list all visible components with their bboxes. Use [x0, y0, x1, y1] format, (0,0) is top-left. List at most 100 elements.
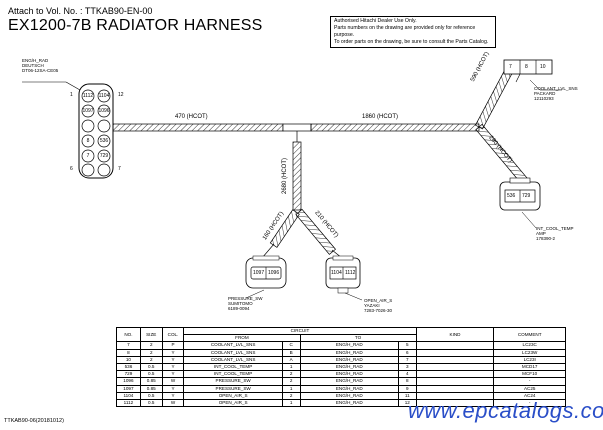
cell-no: 729: [116, 370, 141, 379]
cell-col: Y: [161, 391, 185, 400]
cell-comment: MCD17: [493, 362, 566, 372]
cell-from-pin: 2: [281, 377, 301, 386]
openair-pin-1104: 1104: [331, 270, 342, 276]
cell-to: ENG/H_RAD: [299, 398, 399, 408]
cell-comment: -: [493, 398, 566, 408]
cell-size: 0.5: [139, 362, 163, 372]
cell-col: Y: [161, 370, 185, 379]
main-cell-7: 7: [86, 153, 90, 159]
pressure-connector: [245, 255, 287, 299]
openair-connector: [325, 255, 363, 301]
cell-comment: LC23C: [493, 341, 566, 350]
cell-from: PRESSURE_SW: [183, 384, 283, 393]
cell-no: 536: [116, 362, 141, 372]
segment-210: [295, 208, 336, 255]
cell-size: 0.85: [139, 384, 163, 393]
cell-from-pin: 2: [281, 391, 301, 400]
cell-to: ENG/H_RAD: [299, 377, 399, 386]
cell-col: W: [161, 398, 185, 408]
cell-to: ENG/H_RAD: [299, 348, 399, 357]
page-title: EX1200-7B RADIATOR HARNESS: [8, 17, 263, 34]
coolant-pin-10: 10: [540, 64, 546, 70]
cell-from-pin: 1: [281, 398, 301, 408]
segment-470: [112, 123, 284, 132]
table-subheader-row: FROM TO: [117, 334, 566, 343]
cell-size: 0.5: [139, 370, 163, 379]
cell-from: PRESSURE_SW: [183, 377, 283, 386]
cell-kind: [415, 362, 495, 372]
cell-to: ENG/H_RAD: [299, 391, 399, 400]
cell-to-pin: 8: [398, 377, 417, 386]
segment-label-2680: 2680 (HCOT): [282, 157, 288, 194]
cell-size: 2: [139, 355, 163, 364]
col-kind: KIND: [415, 326, 495, 343]
intcool-connector-label: INT_COOL_TEMP AMP 178390-2: [536, 226, 574, 241]
cell-to: ENG/H_RAD: [299, 355, 399, 364]
main-cell-1096: 1096: [98, 108, 110, 114]
footer-code: TTKAB90-06(20181012): [4, 418, 64, 424]
main-cell-729: 729: [99, 153, 109, 159]
cell-kind: [415, 370, 495, 379]
cell-to-pin: 4: [398, 370, 417, 379]
cell-to-pin: 9: [398, 384, 417, 393]
cell-to: ENG/H_RAD: [299, 384, 399, 393]
cell-from: INT_COOL_TEMP: [183, 370, 283, 379]
col-comment: COMMENT: [493, 326, 566, 343]
cell-size: 0.85: [139, 377, 163, 386]
pressure-pin-1096: 1096: [268, 270, 280, 276]
cell-no: 7: [116, 341, 141, 350]
intcool-connector: [499, 177, 541, 229]
cell-kind: [415, 348, 495, 357]
cell-size: 2: [139, 348, 163, 357]
segment-160: [269, 209, 300, 248]
watermark: www.epcatalogs.com: [408, 398, 603, 423]
cell-to: ENG/H_RAD: [299, 341, 399, 350]
cell-comment: AC25: [493, 384, 566, 393]
coolant-connector-label: COOLANT_LVL_SNS PACKARD 12110293: [534, 86, 578, 101]
cell-from-pin: C: [281, 341, 301, 350]
cell-no: 1112: [116, 398, 141, 408]
main-cell-8: 8: [86, 138, 90, 144]
cell-col: Y: [161, 355, 185, 364]
cell-to: ENG/H_RAD: [299, 362, 399, 372]
pin-br: 7: [118, 166, 121, 172]
cell-from-pin: 2: [281, 370, 301, 379]
dealer-notice: Authorised Hitachi Dealer Use Only. Part…: [330, 16, 496, 48]
segment-label-470: 470 (HCOT): [175, 114, 208, 120]
col-size: SIZE: [139, 326, 163, 343]
pressure-connector-label: PRESSURE_SW SUMITOMO 6189-0094: [228, 296, 263, 311]
cell-from-pin: B: [281, 348, 301, 357]
cell-kind: [415, 391, 495, 400]
cell-comment: LC23W: [493, 348, 566, 357]
cell-from-pin: 1: [281, 384, 301, 393]
main-cell-1112: 1112: [82, 93, 94, 99]
cell-from: COOLANT_LVL_SNS: [183, 355, 283, 364]
cell-from: INT_COOL_TEMP: [183, 362, 283, 372]
main-cell-1104: 1104: [98, 93, 110, 99]
cell-from: OPEN_AIR_S: [183, 398, 283, 408]
pin-tr: 12: [118, 92, 124, 98]
cell-col: Y: [161, 362, 185, 372]
cell-col: P: [161, 341, 185, 350]
cell-no: 10: [116, 355, 141, 364]
cell-kind: [415, 355, 495, 364]
table-header-row: NO. SIZE COL. CIRCUIT KIND COMMENT: [116, 326, 566, 343]
cell-to: ENG/H_RAD: [299, 370, 399, 379]
circuit-table: NO. SIZE COL. CIRCUIT KIND COMMENT FROM …: [116, 326, 566, 408]
cell-kind: [415, 341, 495, 350]
cell-no: 1104: [116, 391, 141, 400]
col-no: NO.: [116, 326, 141, 343]
main-connector-label: ENG/H_RAD DEUTSCH DT06-12SA-CE05: [22, 58, 59, 73]
cell-to-pin: 7: [398, 355, 417, 364]
cell-no: 1097: [116, 384, 141, 393]
notice-line-2: Parts numbers on the drawing are provide…: [334, 25, 476, 38]
pressure-pin-1097: 1097: [253, 270, 265, 276]
cell-size: 0.5: [139, 391, 163, 400]
